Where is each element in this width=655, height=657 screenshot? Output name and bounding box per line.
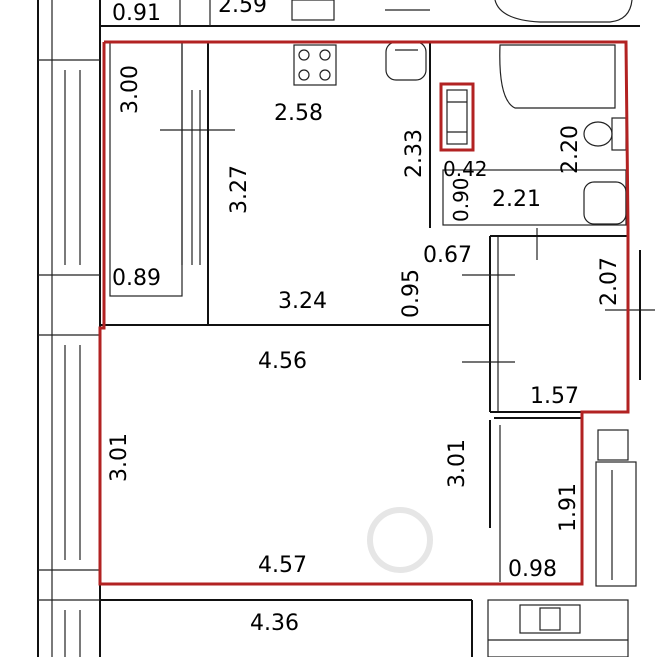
- neighbor-top: [100, 0, 640, 27]
- dim-bath-height: 2.33: [402, 129, 427, 178]
- dim-room-left: 3.01: [107, 433, 132, 482]
- dim-balcony-height: 3.00: [118, 65, 143, 114]
- dim-bath-side: 2.20: [558, 125, 583, 174]
- dim-room-bottom: 4.57: [258, 553, 307, 578]
- kitchen: [207, 41, 490, 326]
- dim-closet-width: 0.98: [508, 557, 557, 582]
- dim-door-067: 0.67: [423, 243, 472, 268]
- stove-icon: [293, 44, 337, 86]
- living-room: [100, 324, 491, 528]
- washer-icon: [583, 181, 627, 225]
- dim-closet-height: 1.91: [556, 483, 581, 532]
- dim-room-right: 3.01: [445, 439, 470, 488]
- dim-hall-width: 1.57: [530, 384, 579, 409]
- dim-top-mid: 2.59: [218, 0, 267, 18]
- dim-bottom-room: 4.36: [250, 611, 299, 636]
- dim-090: 0.90: [449, 177, 473, 222]
- watermark: [367, 507, 433, 573]
- dim-kitchen-bottom: 3.24: [278, 289, 327, 314]
- dim-top-left: 0.91: [112, 1, 161, 26]
- apartment-outline: [98, 40, 630, 586]
- toilet-icon: [583, 117, 627, 151]
- dim-kitchen-depth: 3.27: [227, 165, 252, 214]
- dim-door-095: 0.95: [399, 269, 424, 318]
- sink-icon: [385, 41, 427, 81]
- dim-kitchen-top: 2.58: [274, 101, 323, 126]
- neighbor-bottom: [100, 599, 629, 657]
- dim-balcony-width: 0.89: [112, 266, 161, 291]
- exterior-walls: [37, 0, 101, 657]
- dim-hall-height: 2.07: [597, 257, 622, 306]
- neighbor-right: [595, 429, 637, 587]
- dim-042: 0.42: [443, 157, 488, 181]
- bathroom: [442, 44, 627, 260]
- dim-room-top: 4.56: [258, 349, 307, 374]
- dim-wc-width: 2.21: [492, 187, 541, 212]
- water-heater-icon: [439, 82, 475, 152]
- dimension-labels: 0.91 2.59 3.00 0.89 3.27 2.58 3.24 2.33 …: [107, 0, 622, 636]
